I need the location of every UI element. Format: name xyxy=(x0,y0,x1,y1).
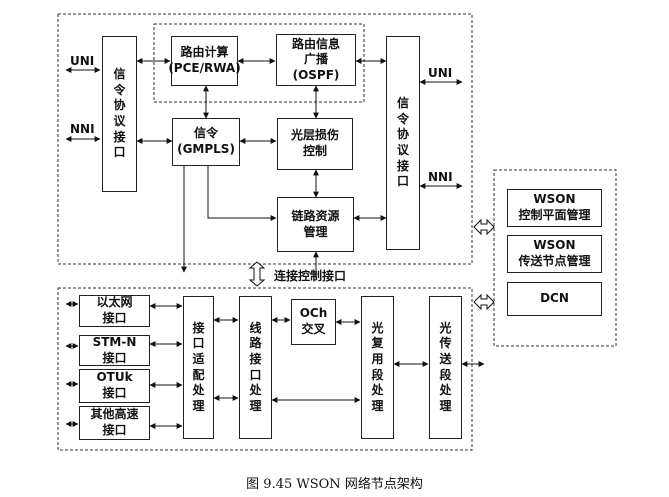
route-advertise-box: 路由信息 广播 (OSPF) xyxy=(276,34,356,86)
uni-left-label: UNI xyxy=(70,54,95,68)
wson-control-mgmt-box: WSON 控制平面管理 xyxy=(507,189,602,227)
mgmt-arrow-transport xyxy=(473,293,495,311)
transmission-section-box: 光 传 送 段 处 理 xyxy=(429,296,462,439)
optical-impairment-box: 光层损伤 控制 xyxy=(277,118,353,170)
transport-plane-frame xyxy=(57,287,473,451)
connection-control-double-arrow xyxy=(248,261,266,287)
ethernet-interface-box: 以太网 接口 xyxy=(79,295,150,327)
route-compute-box: 路由计算 (PCE/RWA) xyxy=(168,36,241,86)
nni-left-label: NNI xyxy=(70,122,95,136)
interface-adapt-box: 接 口 适 配 处 理 xyxy=(183,296,214,439)
line-interface-box: 线 路 接 口 处 理 xyxy=(239,296,272,439)
och-crossconnect-box: OCh 交叉 xyxy=(291,299,336,345)
multiplex-section-box: 光 复 用 段 处 理 xyxy=(361,296,394,439)
mgmt-arrow-control xyxy=(473,218,495,236)
signal-interface-left: 信 令 协 议 接 口 xyxy=(102,36,137,192)
uni-right-label: UNI xyxy=(428,66,453,80)
link-resource-box: 链路资源 管理 xyxy=(277,197,354,252)
signal-interface-right: 信 令 协 议 接 口 xyxy=(386,36,420,250)
other-interface-box: 其他高速 接口 xyxy=(79,406,150,440)
signaling-box: 信令 (GMPLS) xyxy=(172,118,240,166)
connection-control-label: 连接控制接口 xyxy=(274,269,347,283)
stm-interface-box: STM-N 接口 xyxy=(79,335,150,366)
dcn-box: DCN xyxy=(507,282,602,316)
nni-right-label: NNI xyxy=(428,170,453,184)
otuk-interface-box: OTUk 接口 xyxy=(79,369,150,403)
control-plane-frame xyxy=(57,13,473,265)
management-frame xyxy=(493,169,617,347)
wson-transport-mgmt-box: WSON 传送节点管理 xyxy=(507,235,602,273)
figure-caption: 图 9.45 WSON 网络节点架构 xyxy=(246,477,423,492)
